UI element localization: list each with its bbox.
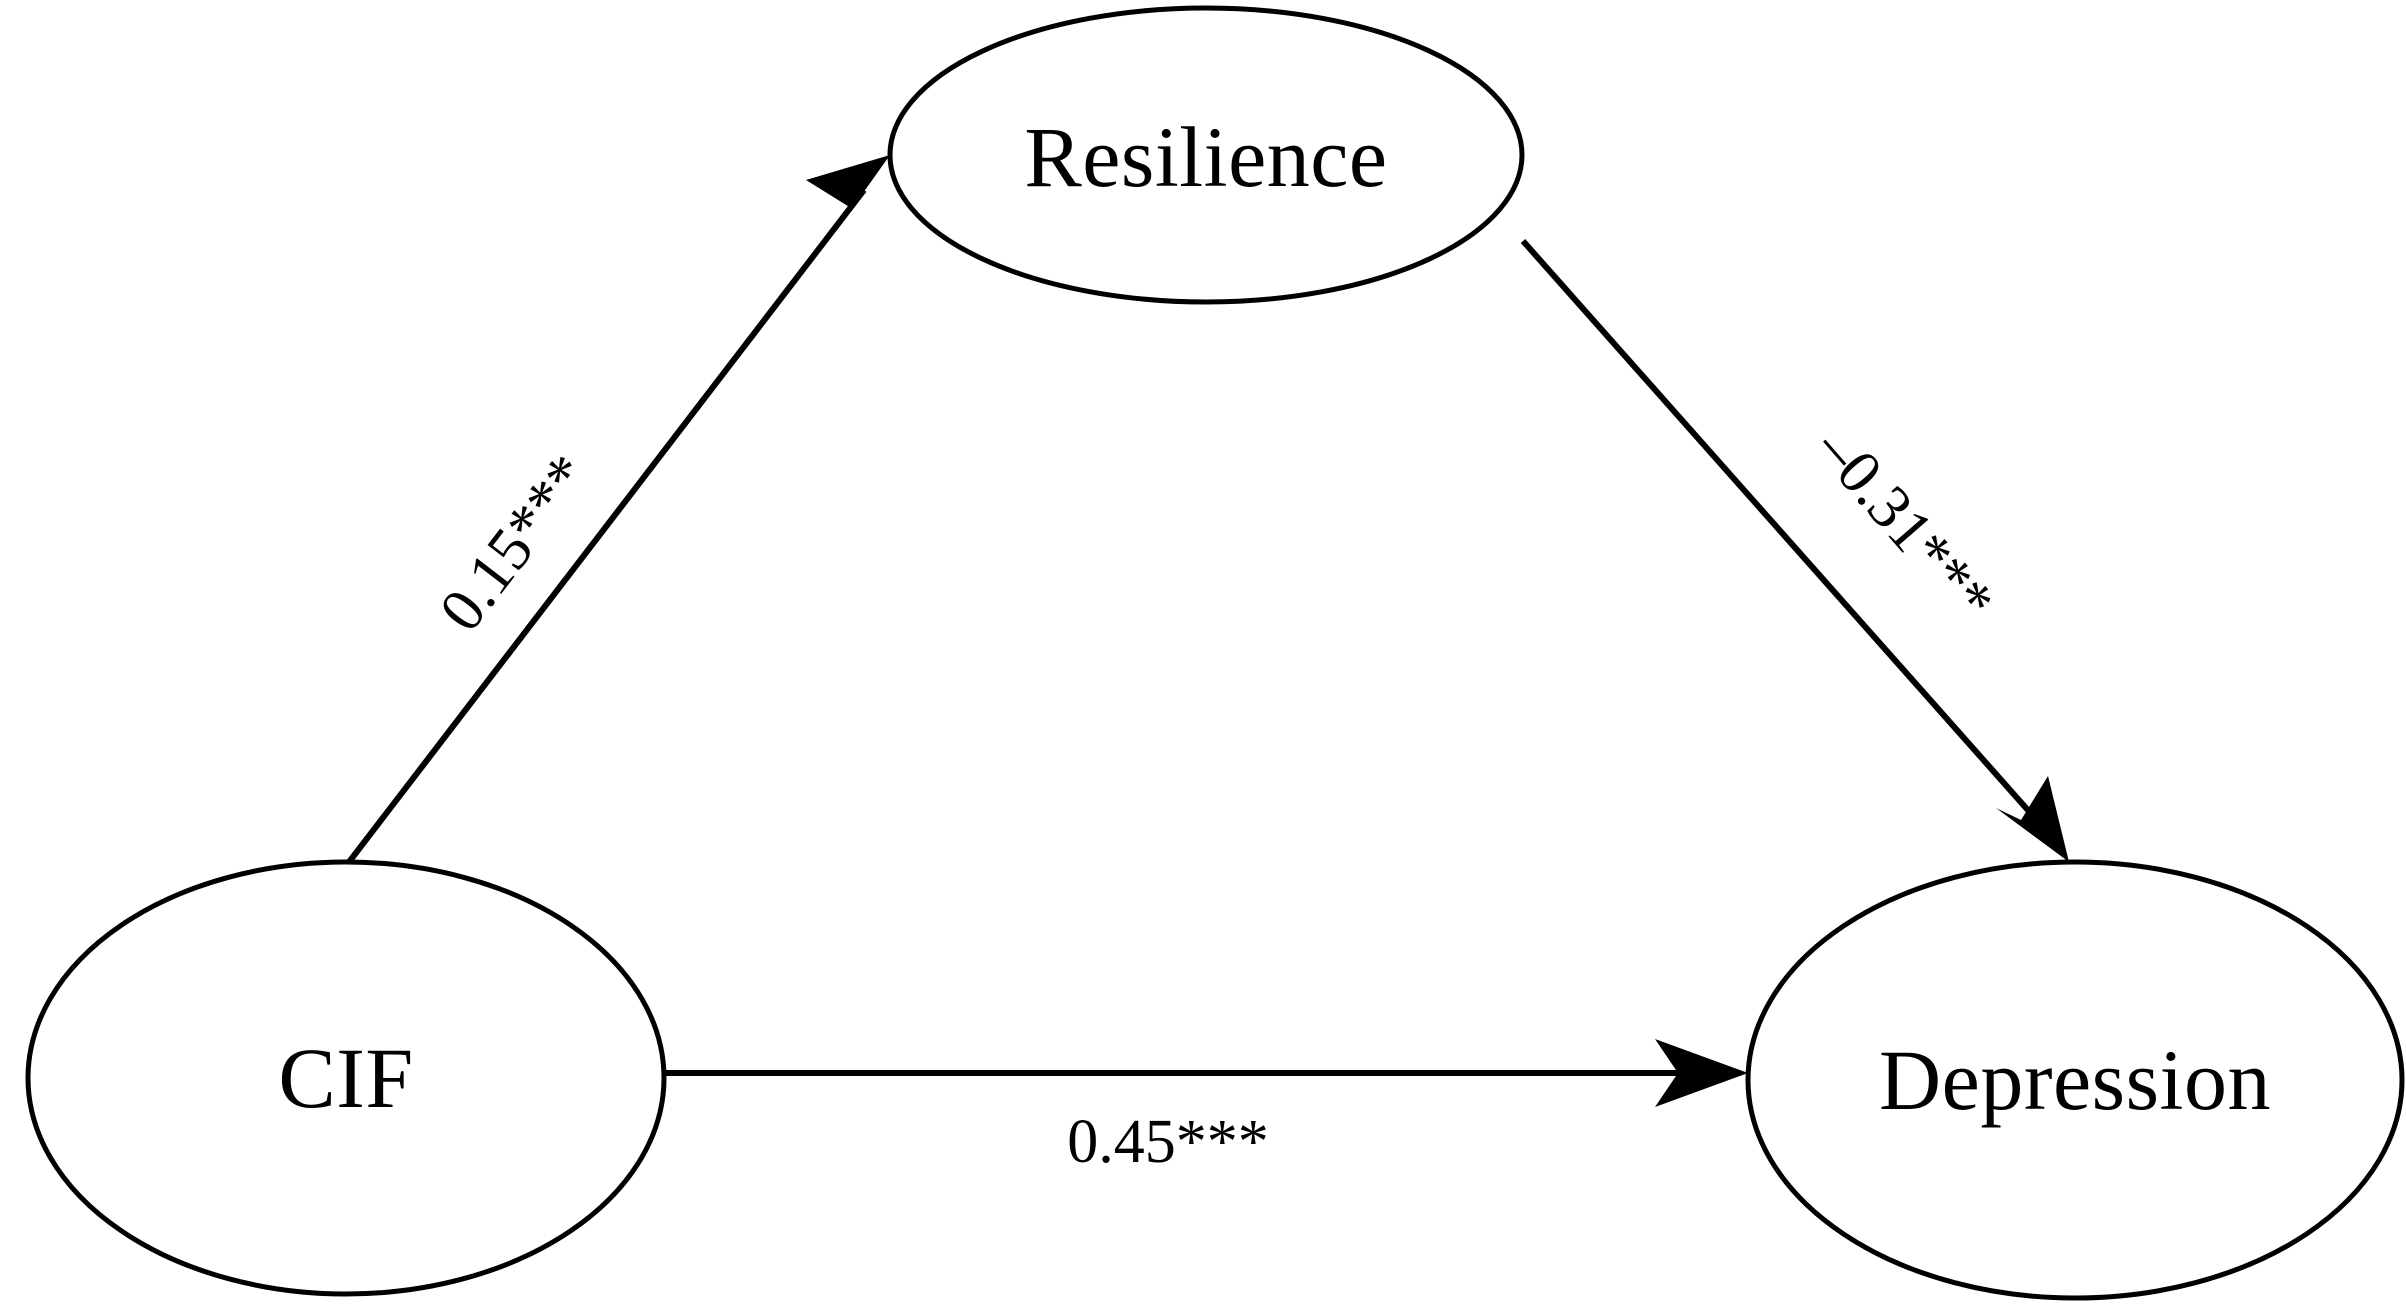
arrowhead-into-depression-from-resilience [1996,776,2069,862]
node-label-cif: CIF [278,1030,414,1126]
node-ellipse-resilience[interactable] [887,5,1525,305]
edge-line-cif-resilience [346,188,867,864]
edge-line-resilience-depression [1520,239,2045,828]
node-label-depression: Depression [1879,1032,2271,1128]
node-label-resilience: Resilience [1024,109,1388,205]
node-ellipse-depression[interactable] [1745,859,2405,1301]
edge-resilience-to-depression [1520,239,2069,862]
arrowhead-into-resilience [806,155,890,231]
edge-label-cif-to-depression: 0.45*** [1067,1108,1269,1176]
node-ellipse-cif[interactable] [25,859,667,1297]
edge-cif-to-resilience [346,155,890,864]
edge-cif-to-depression [664,1039,1748,1107]
arrowhead-into-depression-from-cif [1655,1039,1748,1107]
